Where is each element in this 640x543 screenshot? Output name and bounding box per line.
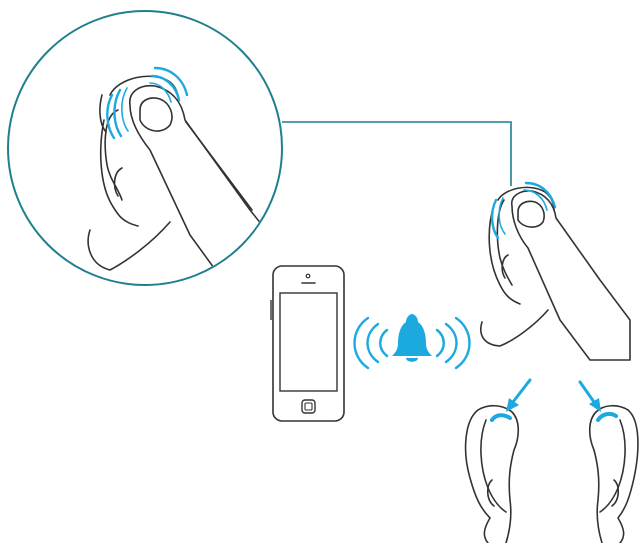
connector-line [282, 122, 511, 186]
smartphone-icon [271, 266, 344, 421]
phone-screen [280, 293, 337, 391]
bell-icon [392, 314, 432, 362]
sound-waves-right [437, 318, 470, 368]
right-ear-with-hearing-aid [580, 382, 638, 543]
tap-illustration [481, 183, 630, 360]
arrow-down-icon [580, 382, 601, 412]
zoom-detail [8, 11, 282, 290]
hearing-aid-left [492, 415, 510, 420]
sound-waves-left [355, 318, 388, 368]
finger-illustration-small [512, 191, 630, 360]
left-ear-with-hearing-aid [466, 380, 530, 543]
arrow-down-icon [506, 380, 530, 412]
bell-alert [355, 314, 470, 368]
hearing-aid-right [598, 414, 616, 420]
